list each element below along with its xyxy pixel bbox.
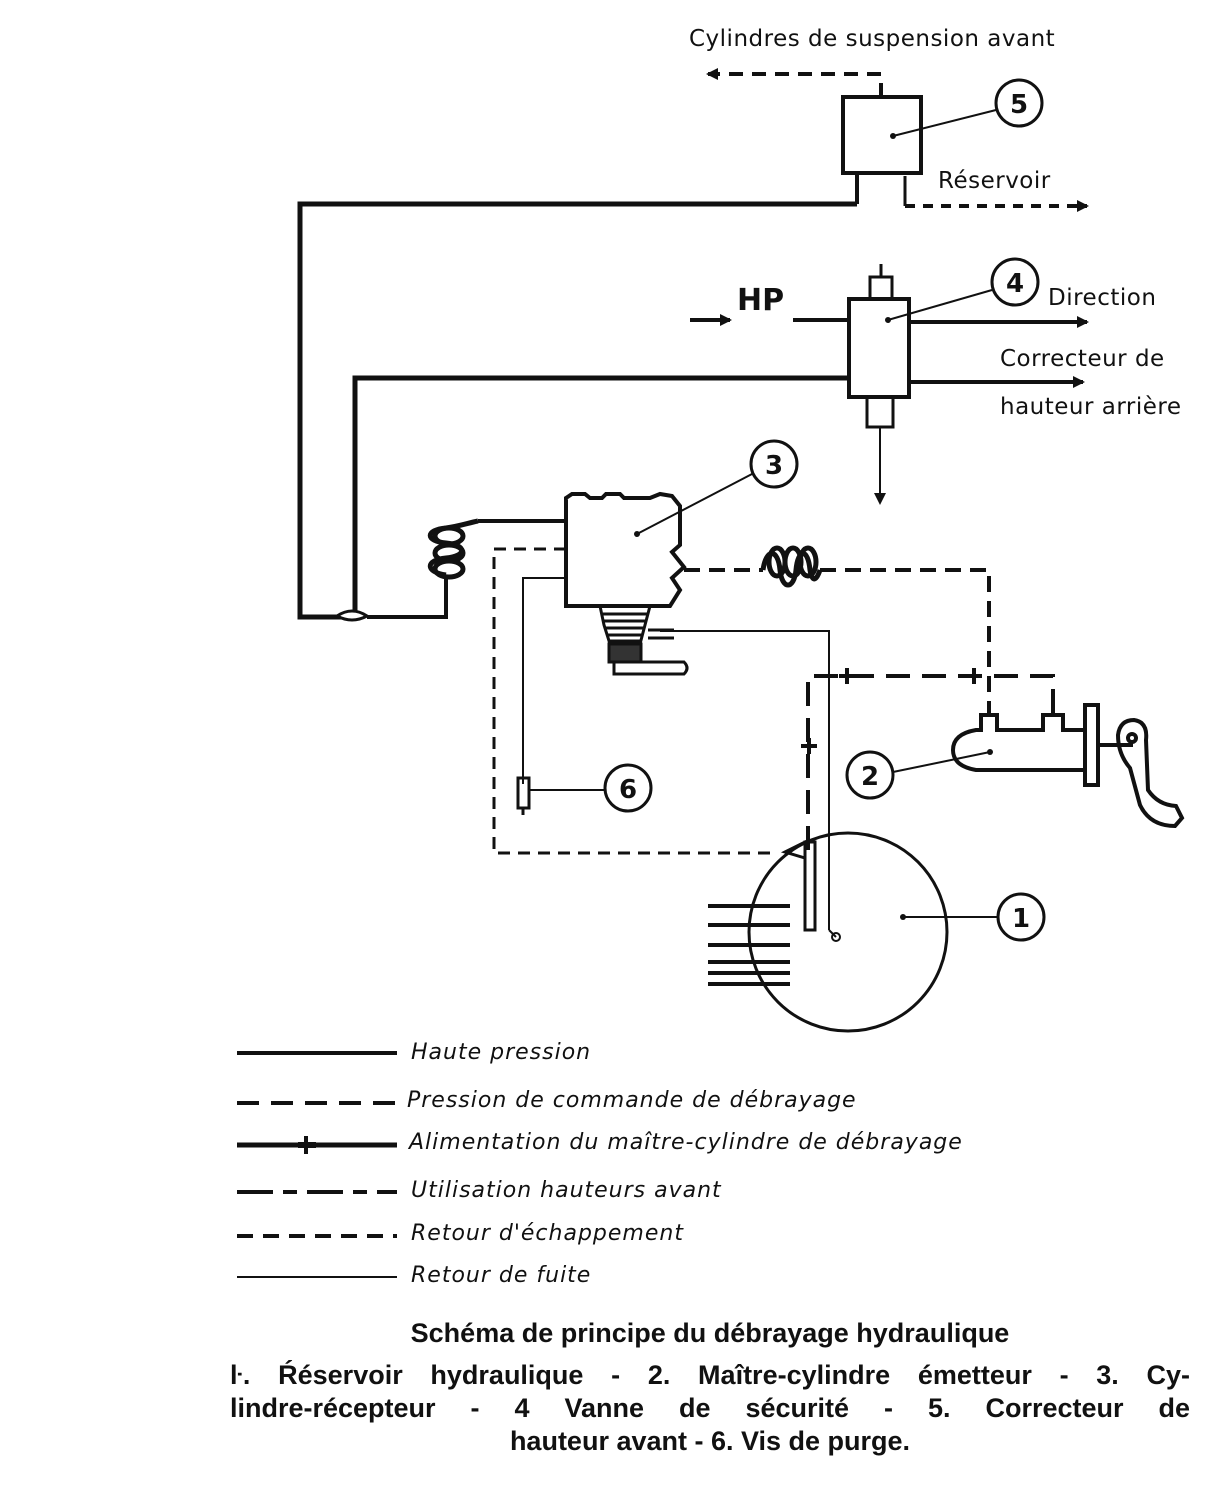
direction-label: Direction [1048, 285, 1156, 311]
receiver-cylinder-fitting [598, 604, 689, 676]
hp-label: HP [737, 283, 784, 318]
bleed-leak-line [522, 577, 566, 784]
control-pressure-line-2 [820, 568, 991, 715]
svg-text:1: 1 [1012, 904, 1030, 934]
svg-text:Utilisation hauteurs avant: Utilisation hauteurs avant [411, 1178, 722, 1203]
svg-text:2: 2 [861, 762, 879, 792]
master-supply-line [806, 674, 1055, 850]
coil-feed-line [367, 575, 448, 619]
tee-junction [334, 609, 370, 622]
legend: Haute pression Pression de commande de d… [237, 1040, 963, 1288]
callout-4: 4 [887, 257, 1040, 321]
svg-text:Pression de commande de débray: Pression de commande de débrayage [407, 1088, 857, 1113]
callout-2: 2 [845, 750, 991, 800]
clutch-pedal [1115, 717, 1185, 829]
master-cylinder [950, 703, 1133, 787]
rear-corrector-label-1: Correcteur de [1000, 346, 1165, 372]
safety-valve [847, 264, 911, 429]
svg-text:4: 4 [1006, 269, 1024, 299]
svg-text:5: 5 [1010, 90, 1028, 120]
high-pressure-line [352, 375, 848, 612]
clutch-housing [747, 831, 949, 1033]
svg-text:3: 3 [765, 451, 783, 481]
flexible-coil-right [760, 545, 823, 588]
legend-item-exhaust-return: Retour d'échappement [237, 1221, 684, 1246]
callout-5: 5 [892, 78, 1044, 137]
svg-text:Retour d'échappement: Retour d'échappement [411, 1221, 684, 1246]
plus-markers [801, 668, 982, 754]
front-suspension-outlet-line [706, 68, 883, 97]
legend-item-leak-return: Retour de fuite [237, 1263, 591, 1288]
legend-item-control-pressure: Pression de commande de débrayage [237, 1088, 857, 1113]
callout-3: 3 [636, 439, 799, 535]
clutch-springs [708, 904, 790, 986]
front-suspension-label: Cylindres de suspension avant [689, 26, 1055, 52]
legend-item-front-heights: Utilisation hauteurs avant [237, 1178, 722, 1203]
leak-return-line [660, 630, 830, 930]
svg-text:Retour de fuite: Retour de fuite [411, 1263, 591, 1288]
flexible-coil-left [427, 518, 479, 580]
caption-line-2: lindre-récepteur - 4 Vanne de sécurité -… [230, 1393, 1190, 1423]
svg-text:Haute pression: Haute pression [411, 1040, 591, 1065]
rear-corrector-label-2: hauteur arrière [1000, 394, 1182, 420]
callout-6: 6 [603, 763, 653, 813]
bleed-screw [516, 776, 605, 815]
front-height-corrector [841, 95, 923, 206]
front-height-feed-line [297, 201, 857, 620]
receiver-cylinder [564, 491, 687, 608]
callout-1: 1 [903, 892, 1046, 942]
reservoir-label: Réservoir [938, 168, 1051, 194]
legend-item-master-supply: Alimentation du maître-cylindre de débra… [237, 1130, 963, 1155]
control-pressure-loop [492, 547, 778, 855]
caption-line-3: hauteur avant - 6. Vis de purge. [509, 1426, 911, 1456]
caption-title: Schéma de principe du débrayage hydrauli… [410, 1318, 1010, 1348]
svg-text:Alimentation du maître-cylindr: Alimentation du maître-cylindre de débra… [407, 1130, 963, 1155]
svg-text:6: 6 [619, 775, 637, 805]
legend-item-high-pressure: Haute pression [237, 1040, 591, 1065]
caption-line-1: ŀ. Ŕéservoir hydraulique - 2. Maître-cyl… [230, 1360, 1190, 1390]
